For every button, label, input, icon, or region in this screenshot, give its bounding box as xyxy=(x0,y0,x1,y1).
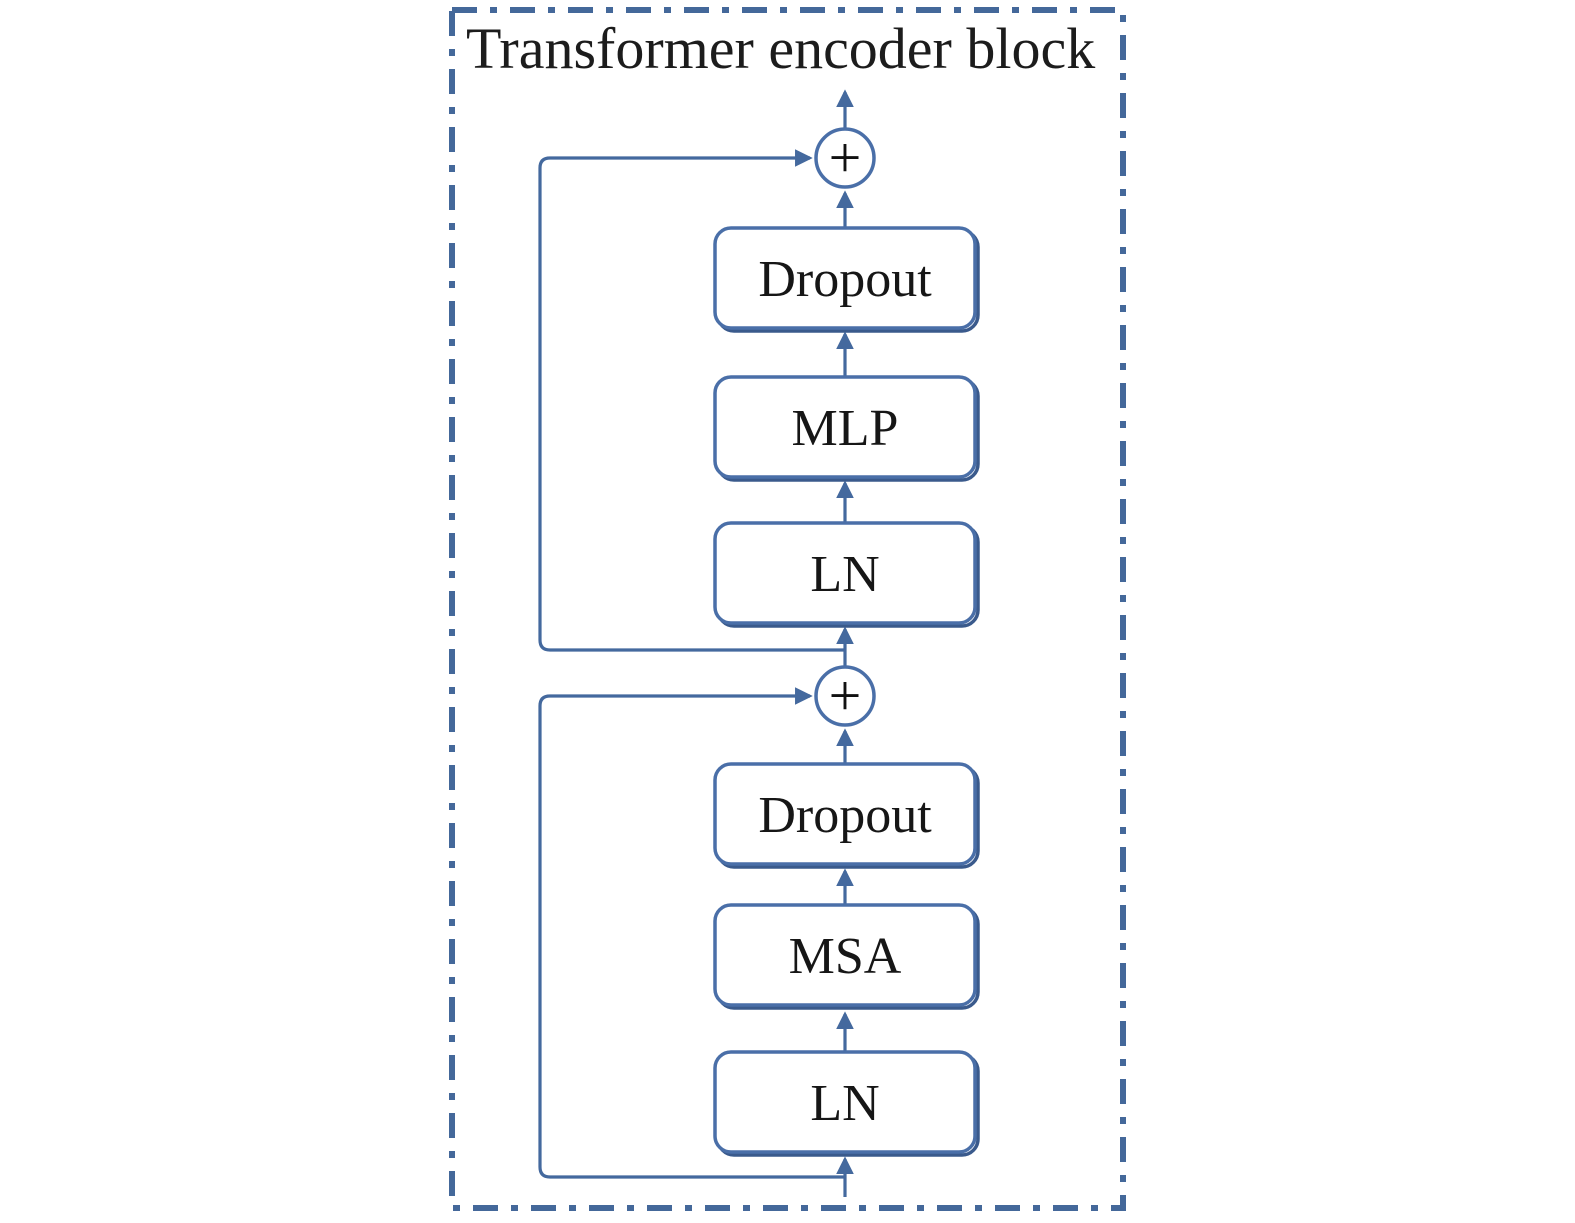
block-label: LN xyxy=(810,546,879,603)
block-box xyxy=(713,1050,977,1154)
skip-connection-lower xyxy=(538,687,845,1179)
block-box xyxy=(713,762,977,866)
block-label: MSA xyxy=(789,928,902,985)
block-box xyxy=(713,521,977,625)
block-mlp: MLP xyxy=(713,375,980,482)
block-label: Dropout xyxy=(758,251,932,308)
block-dropout-top: Dropout xyxy=(713,226,980,333)
encoder-block-dashdot-border xyxy=(449,7,1126,1211)
adder-top: + xyxy=(814,125,876,190)
diagram-title: Transformer encoder block xyxy=(466,16,1095,81)
block-dropout-bottom: Dropout xyxy=(713,762,980,869)
block-ln-top: LN xyxy=(713,521,980,628)
plus-icon: + xyxy=(829,125,862,190)
block-label: LN xyxy=(810,1075,879,1132)
adder-circle xyxy=(814,665,876,727)
block-msa: MSA xyxy=(713,903,980,1010)
adder-bottom: + xyxy=(814,663,876,728)
block-box xyxy=(713,903,977,1007)
adder-circle xyxy=(814,127,876,189)
block-label: Dropout xyxy=(758,787,932,844)
block-box xyxy=(713,226,977,330)
skip-connection-upper xyxy=(538,149,845,652)
block-ln-bottom: LN xyxy=(713,1050,980,1157)
block-box xyxy=(713,375,977,479)
block-label: MLP xyxy=(792,400,899,457)
plus-icon: + xyxy=(829,663,862,728)
